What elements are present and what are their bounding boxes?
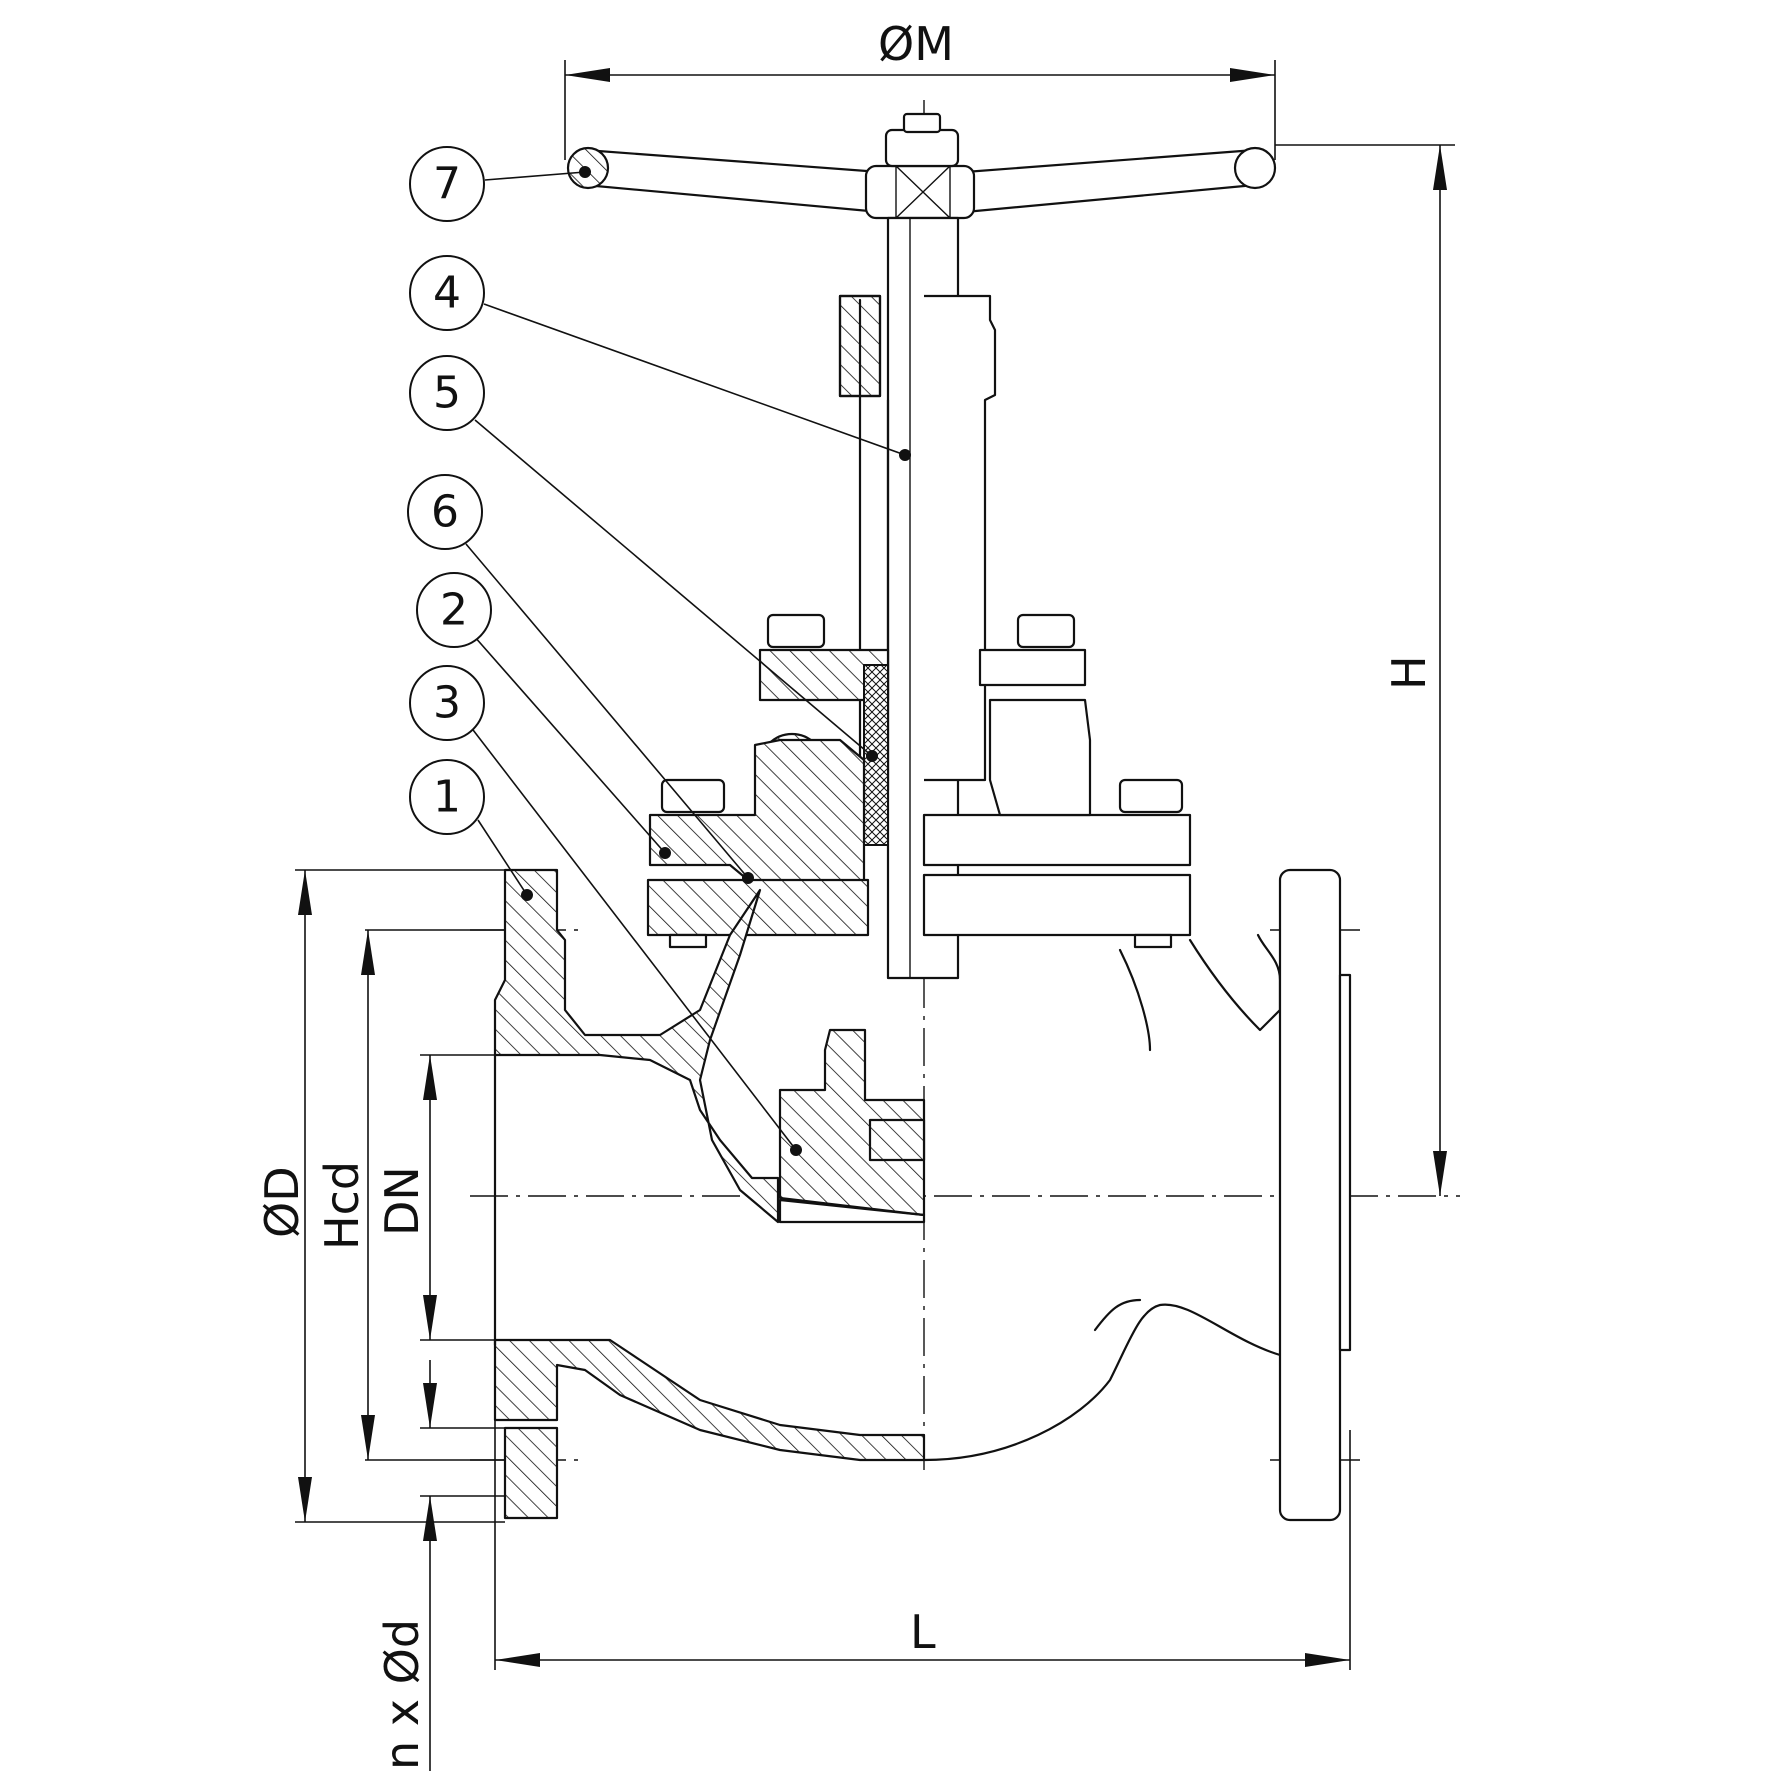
bonnet-bolt-head-left bbox=[660, 778, 726, 814]
dim-length-label: L bbox=[910, 1605, 936, 1659]
svg-text:5: 5 bbox=[433, 368, 461, 419]
dimensions: ØM H ØD Hcd DN n x Ød bbox=[255, 17, 1455, 1771]
callout-2 bbox=[416, 572, 492, 648]
flange-right bbox=[1278, 868, 1342, 1522]
svg-text:2: 2 bbox=[440, 585, 468, 636]
valve-body bbox=[493, 868, 1352, 1522]
handwheel-hub bbox=[864, 164, 976, 220]
body-outline-right bbox=[1188, 933, 1282, 1032]
dim-bolt-holes-label: n x Ød bbox=[375, 1619, 429, 1770]
callout-3 bbox=[409, 665, 485, 741]
dim-height-label: H bbox=[1382, 655, 1436, 690]
body-flange-top-left bbox=[646, 878, 870, 937]
bonnet-right bbox=[922, 813, 1192, 867]
svg-text:4: 4 bbox=[433, 268, 461, 319]
gland-bolt-right bbox=[1016, 613, 1076, 649]
bonnet-left bbox=[648, 738, 866, 892]
dim-flange-diameter-label: ØD bbox=[255, 1166, 309, 1238]
svg-text:3: 3 bbox=[433, 678, 461, 729]
seat-ring bbox=[868, 1118, 926, 1162]
handwheel-spoke-right bbox=[963, 148, 1257, 214]
body-upper-wall-left bbox=[493, 868, 780, 1224]
svg-text:6: 6 bbox=[431, 487, 459, 538]
handwheel bbox=[566, 112, 1277, 220]
callout-5 bbox=[409, 355, 485, 431]
hub-nut bbox=[884, 128, 960, 168]
body-lower-outline-right bbox=[922, 1303, 1282, 1462]
yoke-arm-right bbox=[924, 294, 997, 782]
callout-1 bbox=[409, 759, 485, 835]
gland-bolt-left bbox=[766, 613, 826, 649]
body-lower-wall-left bbox=[493, 1338, 926, 1462]
body-flange-top-right bbox=[922, 873, 1192, 937]
handwheel-spoke-left bbox=[583, 148, 882, 214]
callout-7 bbox=[409, 146, 485, 222]
handwheel-rim-right bbox=[1233, 146, 1277, 190]
dim-bolt-circle-label: Hcd bbox=[315, 1161, 369, 1250]
callout-4 bbox=[409, 255, 485, 331]
svg-text:1: 1 bbox=[433, 772, 461, 823]
flange-left-bottom bbox=[503, 1426, 559, 1520]
dim-nominal-label: DN bbox=[375, 1166, 429, 1236]
bonnet bbox=[646, 698, 1192, 949]
stem-top bbox=[902, 112, 942, 134]
svg-text:7: 7 bbox=[433, 159, 461, 210]
bonnet-bolt-head-right bbox=[1118, 778, 1184, 814]
dim-handwheel-label: ØM bbox=[878, 17, 954, 71]
callout-6 bbox=[407, 474, 483, 550]
gland-flange-right bbox=[978, 648, 1087, 687]
callouts: 7 4 5 6 2 3 1 bbox=[407, 146, 911, 1156]
